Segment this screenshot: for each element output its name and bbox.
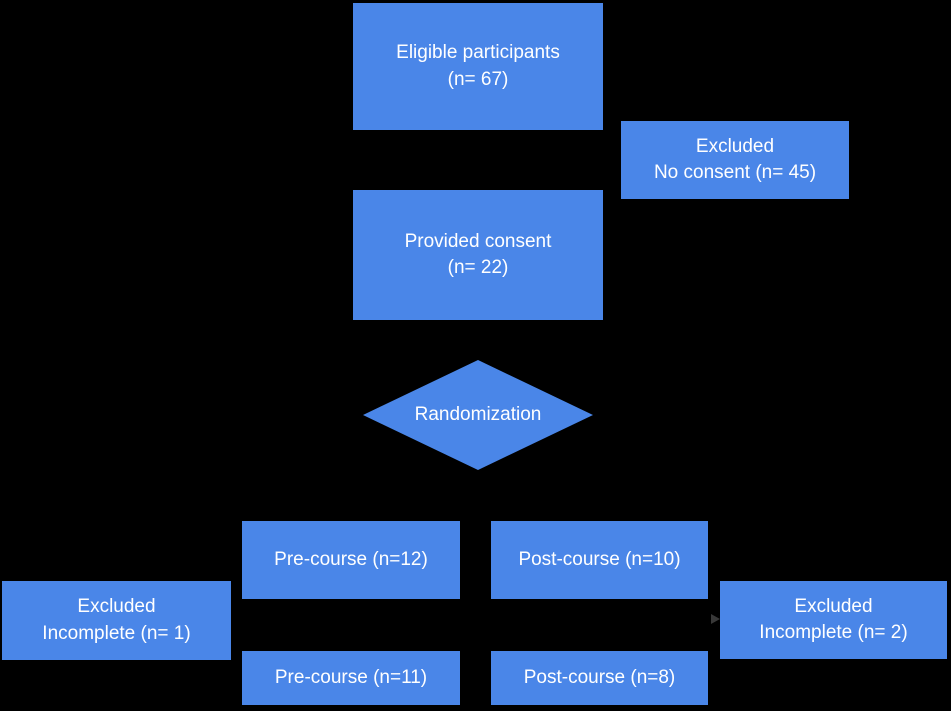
node-count: Incomplete (n= 2) — [759, 622, 908, 643]
arrowhead-to-excluded-right-icon — [711, 614, 720, 624]
node-eligible-participants: Eligible participants (n= 67) — [353, 3, 603, 130]
node-randomization-diamond: Randomization — [363, 360, 593, 470]
node-label: Pre-course (n=12) — [274, 548, 428, 570]
node-provided-consent: Provided consent (n= 22) — [353, 190, 603, 320]
node-label: Post-course (n=8) — [523, 666, 676, 688]
node-count: No consent (n= 45) — [653, 162, 817, 183]
node-count: Incomplete (n= 1) — [42, 622, 191, 644]
node-label: Excluded — [695, 135, 775, 157]
node-label: Provided consent — [404, 230, 552, 252]
node-excluded-no-consent: Excluded No consent (n= 45) — [621, 121, 849, 199]
node-pre-course-bottom: Pre-course (n=11) — [242, 651, 460, 705]
node-label: Excluded — [794, 595, 873, 617]
node-label: Pre-course (n=11) — [274, 666, 428, 688]
node-excluded-incomplete-left: Excluded Incomplete (n= 1) — [2, 581, 231, 660]
node-label: Post-course (n=10) — [518, 548, 681, 570]
node-excluded-incomplete-right: Excluded Incomplete (n= 2) — [720, 581, 947, 659]
node-label: Randomization — [414, 403, 542, 425]
node-count: (n= 67) — [447, 68, 509, 90]
node-label: Eligible participants — [396, 42, 560, 64]
node-count: (n= 22) — [447, 257, 509, 278]
node-post-course-top: Post-course (n=10) — [491, 521, 708, 599]
node-post-course-bottom: Post-course (n=8) — [491, 651, 708, 705]
node-pre-course-top: Pre-course (n=12) — [242, 521, 460, 599]
node-label: Excluded — [77, 596, 156, 618]
